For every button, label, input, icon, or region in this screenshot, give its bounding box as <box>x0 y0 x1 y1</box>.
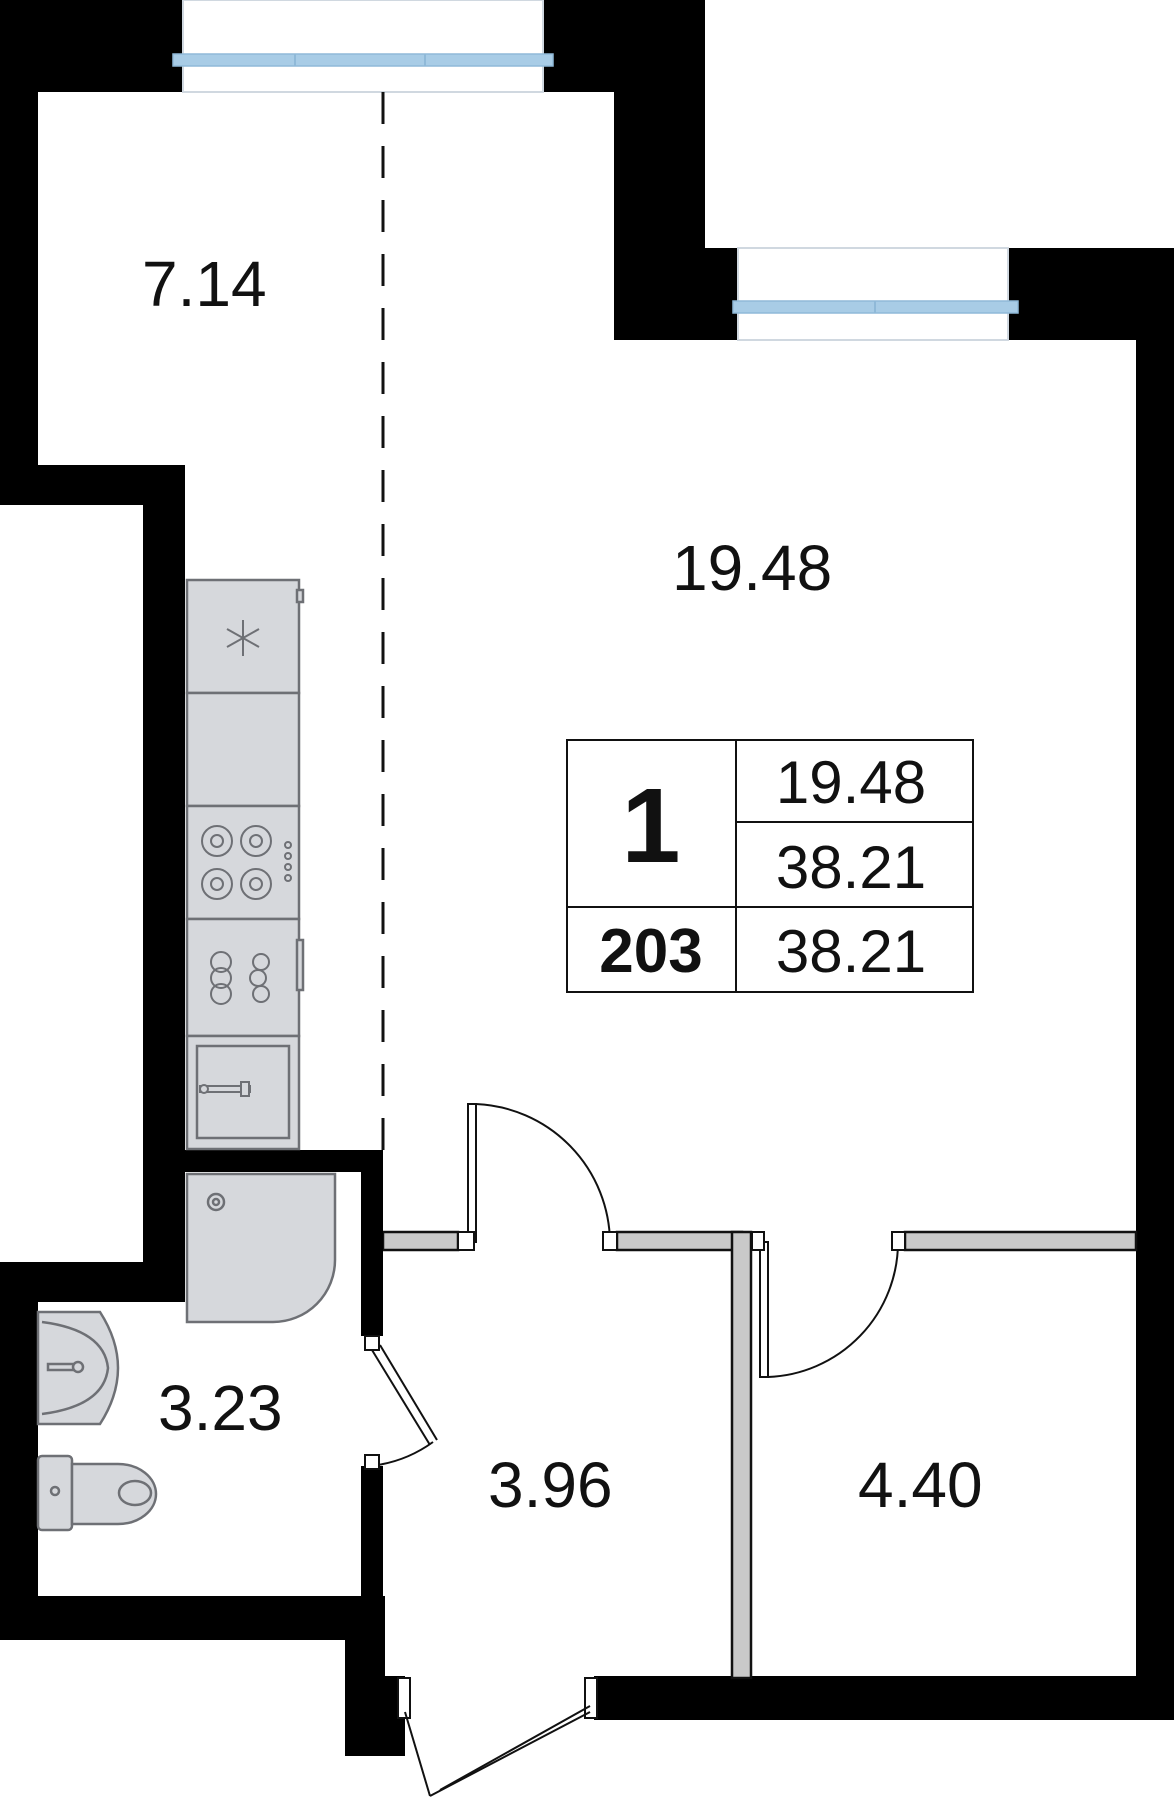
snowflake-icon <box>226 620 260 656</box>
cooktop <box>185 804 301 921</box>
door-bathroom <box>364 1335 438 1470</box>
wall-bath-bottom <box>0 1596 383 1640</box>
bathroom-walls <box>183 1150 383 1616</box>
rooms-count: 1 <box>622 767 681 885</box>
dishwasher <box>185 917 301 1038</box>
partition-storage-vertical <box>730 1230 753 1680</box>
apartment-info-table: 1 19.48 38.21 203 38.21 <box>566 739 974 993</box>
wall-kitchen-back <box>143 465 185 1265</box>
door-storage <box>751 1231 906 1378</box>
window-top <box>172 0 554 93</box>
faucet-icon <box>199 1081 251 1097</box>
interior-partitions <box>381 1230 1138 1680</box>
partition-hall-left <box>381 1230 460 1252</box>
toilet <box>36 1454 158 1532</box>
shower <box>185 1172 337 1324</box>
living-area-value: 19.48 <box>776 749 926 816</box>
dishes-icon <box>210 951 270 1005</box>
partition-hall-mid <box>615 1230 744 1252</box>
wall-mid-step <box>614 248 738 340</box>
room-area-hallway: 3.96 <box>488 1449 613 1521</box>
total-area-value-2: 38.21 <box>776 918 926 985</box>
partition-storage-top <box>903 1230 1138 1252</box>
apartment-number: 203 <box>599 917 702 986</box>
door-entrance <box>397 1677 598 1797</box>
room-area-bathroom: 3.23 <box>158 1372 283 1444</box>
wall-bottom-stub <box>345 1676 405 1756</box>
room-area-living: 19.48 <box>672 532 832 604</box>
window-right <box>732 247 1019 341</box>
room-area-balcony: 7.14 <box>142 248 267 320</box>
door-living <box>457 1103 618 1251</box>
wall-left-lower <box>0 1262 38 1620</box>
counter-segment <box>185 691 301 808</box>
wall-left-upper <box>0 0 38 505</box>
total-area-value: 38.21 <box>776 834 926 901</box>
room-area-storage: 4.40 <box>858 1449 983 1521</box>
wall-bottom-right <box>594 1676 1174 1720</box>
burners-icon <box>201 825 292 900</box>
wall-right <box>1136 248 1174 1708</box>
exterior-walls <box>0 0 1174 1756</box>
washbasin <box>36 1310 120 1426</box>
